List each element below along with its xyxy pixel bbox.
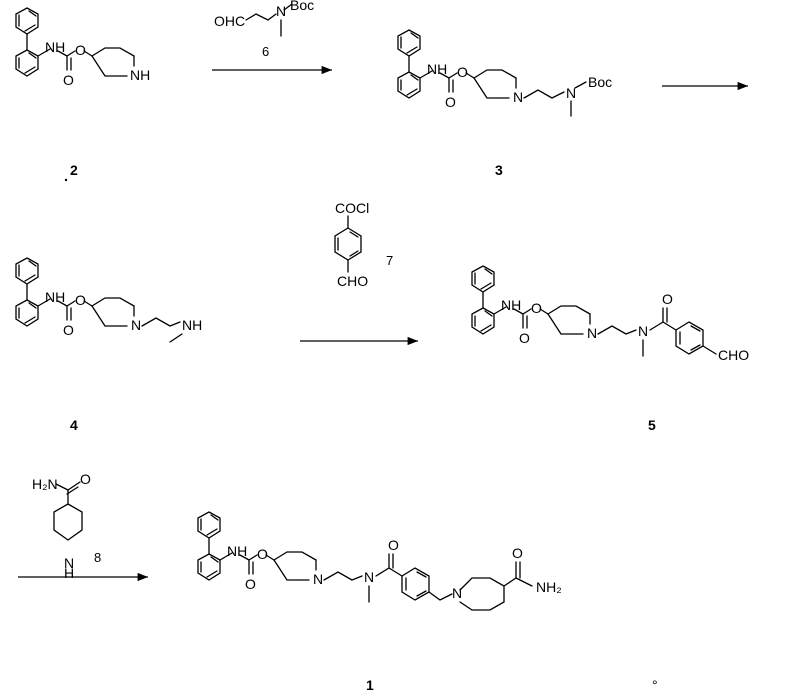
svg-text:O: O bbox=[245, 576, 256, 592]
svg-text:O: O bbox=[531, 300, 542, 316]
svg-text:N: N bbox=[513, 89, 523, 105]
reagent-7: COCl CHO bbox=[334, 200, 369, 289]
svg-text:NH₂: NH₂ bbox=[536, 579, 562, 595]
compound-3: NH O O N N Boc bbox=[397, 29, 612, 117]
reagent-number-8: 8 bbox=[94, 550, 101, 565]
svg-text:H: H bbox=[64, 565, 74, 581]
compound-number-1: 1 bbox=[366, 677, 374, 693]
compound-number-4: 4 bbox=[70, 417, 78, 433]
svg-text:NH: NH bbox=[227, 543, 247, 559]
atom-o-ester: O bbox=[75, 42, 86, 58]
dot-mark bbox=[64, 178, 68, 182]
svg-text:O: O bbox=[519, 330, 530, 346]
compound-1: NH O O N N O N O NH₂ bbox=[197, 511, 562, 611]
svg-text:O: O bbox=[257, 546, 268, 562]
svg-text:N: N bbox=[566, 85, 576, 101]
svg-text:O: O bbox=[63, 322, 74, 338]
svg-text:NH: NH bbox=[182, 317, 202, 333]
compound-4: NH O O N NH bbox=[15, 257, 202, 343]
svg-text:NH: NH bbox=[501, 297, 521, 313]
svg-text:N: N bbox=[276, 3, 286, 19]
compound-number-3: 3 bbox=[495, 162, 503, 178]
svg-text:H₂N: H₂N bbox=[32, 476, 58, 492]
atom-nh-piperidine: NH bbox=[130, 67, 150, 83]
atom-nh: NH bbox=[45, 39, 65, 55]
compound-2: NH O O NH bbox=[15, 7, 150, 88]
svg-text:O: O bbox=[662, 291, 673, 307]
svg-text:NH: NH bbox=[427, 61, 447, 77]
svg-text:CHO: CHO bbox=[337, 273, 368, 289]
svg-text:O: O bbox=[445, 94, 456, 110]
svg-text:N: N bbox=[64, 555, 74, 571]
reagent-number-7: 7 bbox=[386, 253, 393, 268]
svg-text:OHC: OHC bbox=[214, 13, 245, 29]
svg-text:N: N bbox=[131, 317, 141, 333]
svg-text:NH: NH bbox=[45, 289, 65, 305]
svg-text:O: O bbox=[75, 292, 86, 308]
atom-o-carbonyl: O bbox=[63, 72, 74, 88]
svg-text:O: O bbox=[388, 537, 399, 553]
reagent-number-6: 6 bbox=[262, 44, 269, 59]
svg-text:Boc: Boc bbox=[290, 0, 314, 13]
compound-number-5: 5 bbox=[648, 417, 656, 433]
reagent-6: OHC N Boc bbox=[214, 0, 314, 37]
reagent-8: H₂N O N H bbox=[32, 471, 91, 581]
svg-text:COCl: COCl bbox=[335, 200, 369, 216]
svg-text:CHO: CHO bbox=[718, 347, 749, 363]
svg-text:O: O bbox=[80, 471, 91, 487]
svg-text:N: N bbox=[364, 569, 374, 585]
svg-text:Boc: Boc bbox=[588, 74, 612, 90]
compound-number-2: 2 bbox=[70, 162, 78, 178]
svg-text:N: N bbox=[313, 571, 323, 587]
svg-text:N: N bbox=[638, 323, 648, 339]
svg-text:N: N bbox=[587, 325, 597, 341]
compound-5: NH O O N N O CHO bbox=[471, 265, 749, 363]
svg-text:N: N bbox=[452, 585, 462, 601]
degree-mark: ° bbox=[652, 677, 658, 693]
svg-text:O: O bbox=[457, 64, 468, 80]
svg-text:O: O bbox=[512, 545, 523, 561]
